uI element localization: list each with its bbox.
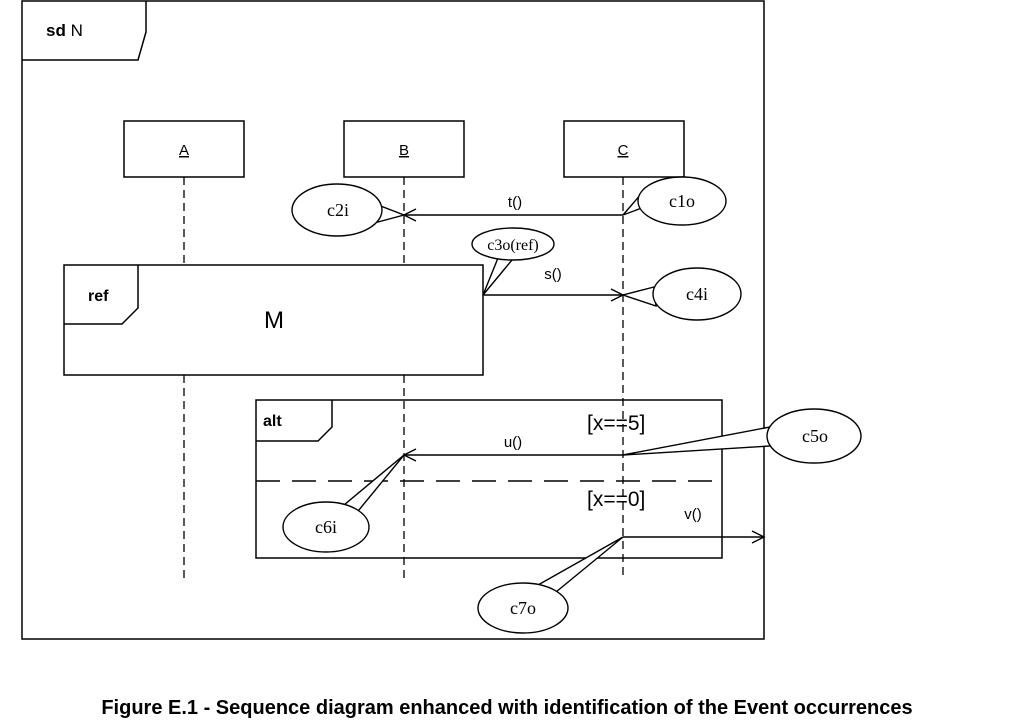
callout-c2i-balloon <box>291 183 383 237</box>
callout-c3o-text: c3o(ref) <box>487 237 539 254</box>
callout-c4i-balloon <box>652 267 742 321</box>
ref-fragment <box>63 264 484 376</box>
callout-c6i-text: c6i <box>315 517 337 537</box>
lifeline-label-b: B <box>399 142 409 159</box>
message-v-label: v() <box>684 506 702 523</box>
frame-tab <box>22 1 147 61</box>
callout-c6i-balloon <box>282 501 370 553</box>
callout-c1o-balloon <box>637 176 727 226</box>
message-s-label: s() <box>544 266 562 283</box>
message-t-label: t() <box>508 194 522 211</box>
callout-c7o-text: c7o <box>510 598 536 618</box>
callout-c7o-balloon <box>477 582 569 634</box>
lifeline-label-c: C <box>618 142 629 159</box>
alt-guard-2: [x==0] <box>587 488 645 511</box>
lifeline-head-c <box>563 120 685 178</box>
frame-label: sd N <box>46 21 83 40</box>
ref-name: M <box>264 307 284 334</box>
alt-fragment <box>255 399 723 559</box>
callout-c5o-text: c5o <box>802 426 828 446</box>
alt-guard-1: [x==5] <box>587 412 645 435</box>
ref-keyword: ref <box>88 288 109 305</box>
lifeline-head-b <box>343 120 465 178</box>
callout-c1o-text: c1o <box>669 191 695 211</box>
figure-caption: Figure E.1 - Sequence diagram enhanced w… <box>101 697 912 719</box>
alt-tab <box>256 400 333 442</box>
frame-name: N <box>71 21 83 40</box>
callout-c2i-text: c2i <box>327 200 349 220</box>
callout-c7o-pointer <box>536 536 624 593</box>
frame-keyword: sd <box>46 21 66 40</box>
callout-c3o-balloon <box>471 227 555 261</box>
callout-c4i-pointer <box>620 286 657 308</box>
callout-c4i-text: c4i <box>686 284 708 304</box>
callout-c3o-pointer <box>482 257 514 296</box>
ref-tab <box>64 265 139 325</box>
frame-border <box>21 0 765 640</box>
callout-c5o-balloon <box>766 408 862 464</box>
alt-keyword: alt <box>263 413 282 430</box>
message-u-label: u() <box>504 434 522 451</box>
message-v-arrowhead <box>751 530 766 544</box>
lifeline-label-a: A <box>179 142 189 159</box>
